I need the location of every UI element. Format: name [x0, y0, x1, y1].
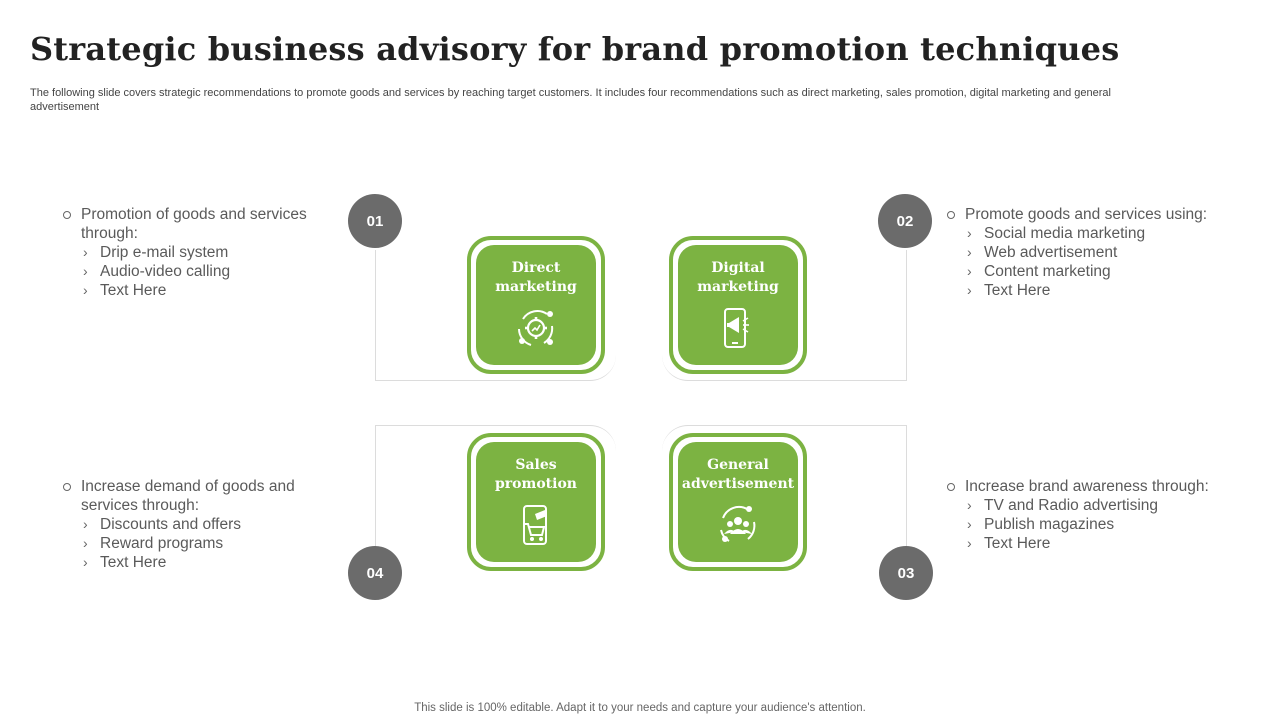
tile-label: Direct marketing — [495, 260, 577, 295]
slide-subtitle: The following slide covers strategic rec… — [30, 87, 1111, 113]
list-item: Discounts and offers — [62, 515, 322, 534]
list-item: Text Here — [62, 281, 322, 300]
list-item: TV and Radio advertising — [946, 496, 1266, 515]
slide-title: Strategic business advisory for brand pr… — [30, 30, 1120, 68]
shopping-cart-tag-icon — [523, 505, 547, 545]
list-item: Content marketing — [946, 262, 1266, 281]
block-lead: Promote goods and services using: — [946, 205, 1266, 224]
block-lead: Increase demand of goods and services th… — [62, 477, 322, 515]
connector-01 — [375, 250, 616, 381]
recommendation-block-01: Promotion of goods and services through:… — [62, 205, 322, 300]
connector-04 — [375, 425, 616, 556]
block-lead: Increase brand awareness through: — [946, 477, 1266, 496]
tile-digital-marketing: Digital marketing — [669, 236, 807, 374]
tile-sales-promotion: Sales promotion — [467, 433, 605, 571]
slide-footer: This slide is 100% editable. Adapt it to… — [414, 702, 866, 714]
list-item: Text Here — [946, 534, 1266, 553]
gear-growth-icon — [518, 310, 554, 346]
list-item: Drip e-mail system — [62, 243, 322, 262]
recommendation-block-04: Increase demand of goods and services th… — [62, 477, 322, 572]
list-item: Audio-video calling — [62, 262, 322, 281]
step-badge-03: 03 — [879, 546, 933, 600]
tile-label: General advertisement — [681, 457, 795, 492]
people-cycle-icon — [720, 506, 756, 542]
block-lead: Promotion of goods and services through: — [62, 205, 322, 243]
list-item: Reward programs — [62, 534, 322, 553]
list-item: Text Here — [62, 553, 322, 572]
list-item: Web advertisement — [946, 243, 1266, 262]
step-badge-04: 04 — [348, 546, 402, 600]
recommendation-block-02: Promote goods and services using: Social… — [946, 205, 1266, 300]
tile-label: Digital marketing — [697, 260, 779, 295]
list-item: Publish magazines — [946, 515, 1266, 534]
tile-label: Sales promotion — [495, 457, 577, 492]
list-item: Text Here — [946, 281, 1266, 300]
step-badge-02: 02 — [878, 194, 932, 248]
connector-02 — [662, 250, 907, 381]
phone-megaphone-icon — [724, 308, 749, 348]
connector-03 — [662, 425, 907, 556]
list-item: Social media marketing — [946, 224, 1266, 243]
step-badge-01: 01 — [348, 194, 402, 248]
recommendation-block-03: Increase brand awareness through: TV and… — [946, 477, 1266, 553]
tile-direct-marketing: Direct marketing — [467, 236, 605, 374]
tile-general-advertisement: General advertisement — [669, 433, 807, 571]
